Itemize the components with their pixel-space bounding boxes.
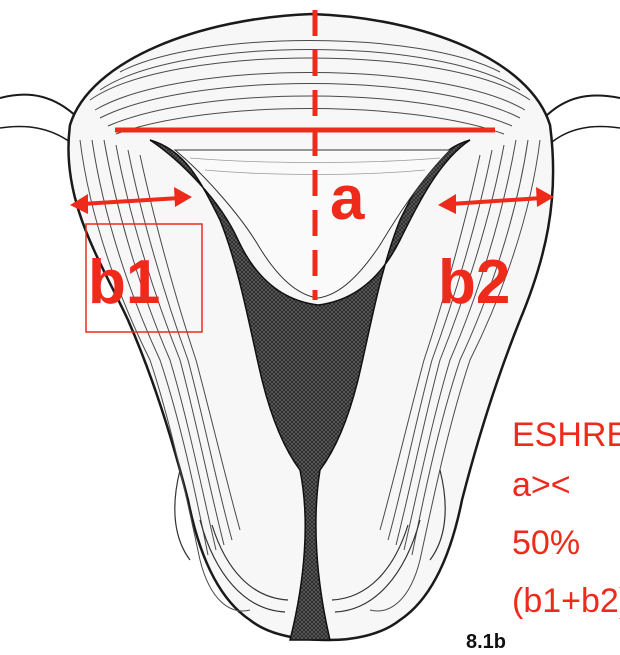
label-b2: b2 bbox=[438, 252, 510, 314]
criterion-line-3: 50% bbox=[512, 526, 580, 560]
left-tube bbox=[0, 95, 78, 118]
criterion-line-1: ESHRE bbox=[512, 418, 620, 452]
criterion-line-4: (b1+b2) bbox=[512, 584, 620, 618]
label-b1: b1 bbox=[88, 252, 160, 314]
left-tube-lower bbox=[0, 127, 70, 142]
criterion-line-2: a>< bbox=[512, 468, 571, 502]
right-tube-lower bbox=[552, 127, 620, 142]
label-a: a bbox=[330, 168, 364, 230]
right-tube bbox=[544, 95, 620, 118]
figure-number: 8.1b bbox=[466, 632, 506, 652]
